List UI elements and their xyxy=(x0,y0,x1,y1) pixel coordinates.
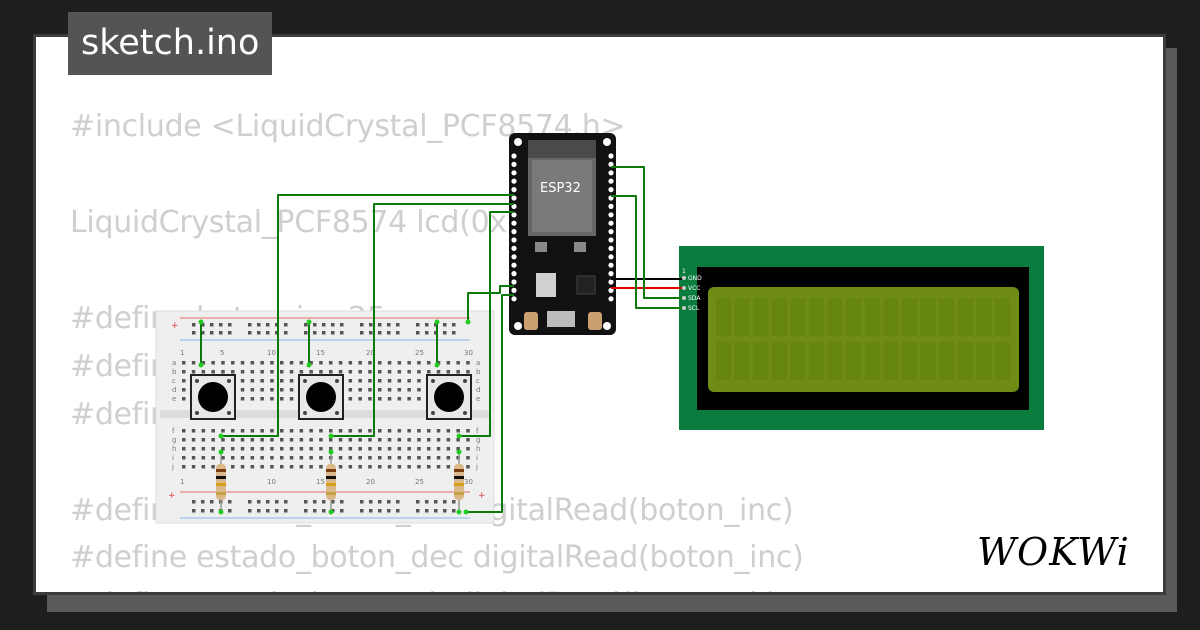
wire-green[interactable] xyxy=(467,285,514,322)
pushbutton-1[interactable] xyxy=(190,374,236,420)
row-letter: a xyxy=(476,359,480,367)
code-line: #define estado_boton_ok digitalRead(boto… xyxy=(70,587,778,592)
svg-text:+: + xyxy=(168,491,176,501)
row-letter: j xyxy=(171,463,174,471)
esp32-pin-headers xyxy=(511,153,614,302)
lcd-pin1-marker: 1 xyxy=(682,268,686,275)
row-letter: c xyxy=(476,377,480,385)
wire-green[interactable] xyxy=(331,203,514,437)
column-number: 1 xyxy=(180,478,184,486)
svg-text:+: + xyxy=(478,491,486,501)
column-number: 15 xyxy=(316,349,325,357)
lcd-pin-label: GND xyxy=(688,275,702,282)
row-letter: a xyxy=(172,359,176,367)
wokwi-logo: WOKWi xyxy=(977,530,1130,574)
row-letter: j xyxy=(475,463,478,471)
row-letter: e xyxy=(172,395,176,403)
row-letter: g xyxy=(172,436,176,444)
wire-green[interactable] xyxy=(611,195,682,309)
lcd-character-grid xyxy=(716,298,1010,380)
code-line: LiquidCrystal_PCF8574 lcd(0x27); xyxy=(70,205,566,240)
wire-green[interactable] xyxy=(611,166,682,299)
row-letter: d xyxy=(476,386,480,394)
wire-green[interactable] xyxy=(221,194,514,437)
lcd-display[interactable]: 1 GND VCC SDA SCL xyxy=(679,246,1044,430)
row-letter: h xyxy=(172,445,176,453)
esp32-label: ESP32 xyxy=(540,181,581,196)
lcd-pin-label: SCL xyxy=(688,305,700,312)
code-line: #define estado_boton_dec digitalRead(bot… xyxy=(70,540,804,575)
pushbutton-2[interactable] xyxy=(298,374,344,420)
column-number: 25 xyxy=(415,478,424,486)
column-number: 10 xyxy=(267,349,276,357)
lcd-pin-label: SDA xyxy=(688,295,701,302)
row-letter: e xyxy=(476,395,480,403)
esp32-board[interactable]: ESP32 xyxy=(509,133,616,335)
row-letter: g xyxy=(476,436,480,444)
row-letter: b xyxy=(172,368,177,376)
row-letter: f xyxy=(476,427,479,435)
row-letter: h xyxy=(476,445,480,453)
lcd-pin-label: VCC xyxy=(688,285,700,292)
resistor-1[interactable] xyxy=(216,452,226,512)
power-rail-top xyxy=(192,323,456,335)
resistor-2[interactable] xyxy=(326,452,336,512)
wokwi-logo-text: WOKWi xyxy=(977,530,1130,574)
column-number: 30 xyxy=(464,478,473,486)
column-number: 20 xyxy=(366,478,375,486)
column-number: 25 xyxy=(415,349,424,357)
row-letter: i xyxy=(172,454,174,462)
resistor-3[interactable] xyxy=(454,452,464,512)
pushbutton-3[interactable] xyxy=(426,374,472,420)
column-number: 1 xyxy=(180,349,184,357)
row-letter: c xyxy=(172,377,176,385)
column-number: 10 xyxy=(267,478,276,486)
terminal-strips xyxy=(182,361,470,469)
file-title-tab[interactable]: sketch.ino xyxy=(68,12,273,75)
wire-green[interactable] xyxy=(459,211,514,437)
wire-green[interactable] xyxy=(466,294,514,513)
row-letter: d xyxy=(172,386,176,394)
row-letter: b xyxy=(476,368,481,376)
row-letter: i xyxy=(476,454,478,462)
column-number: 5 xyxy=(220,349,224,357)
column-number: 20 xyxy=(366,349,375,357)
power-rail-bottom xyxy=(192,500,456,513)
column-number: 15 xyxy=(316,478,325,486)
svg-text:+: + xyxy=(171,321,179,331)
column-number: 30 xyxy=(464,349,473,357)
row-letter: f xyxy=(172,427,175,435)
